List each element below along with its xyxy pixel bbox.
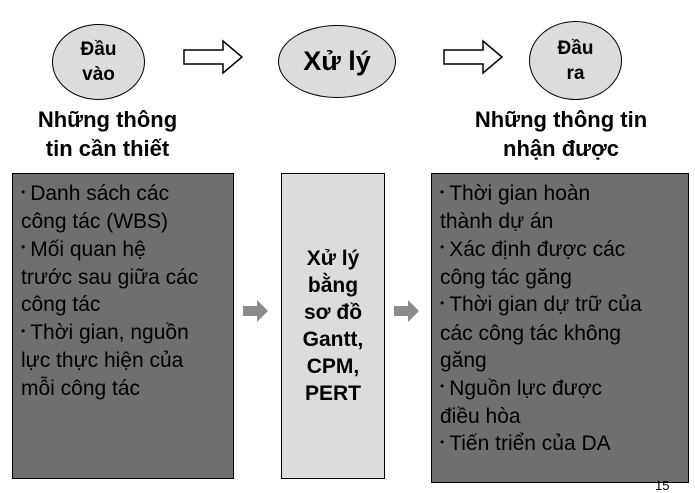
bullet-icon: • <box>440 379 445 394</box>
output-item-1-line-1: Thời gian hoàn <box>449 182 591 205</box>
input-item: • Thời gian, nguồn lực thực hiện của mỗi … <box>21 319 229 402</box>
output-item-5-line-1: Tiến triển của DA <box>449 432 611 456</box>
bullet-icon: • <box>21 240 26 255</box>
output-oval-line-1: Đầu <box>557 37 594 59</box>
input-item: • Mối quan hệ trước sau giữa các công tác <box>21 236 229 319</box>
bullet-icon: • <box>440 435 445 450</box>
process-line-2: bằng <box>307 274 359 297</box>
bullet-icon: • <box>440 184 445 199</box>
solid-arrow-right-2-icon <box>394 300 419 322</box>
output-item: • Nguồn lực được điều hòa <box>440 375 684 431</box>
output-heading: Những thông tin nhận được <box>455 105 667 163</box>
input-item-1-line-2: công tác (WBS) <box>21 210 169 234</box>
process-line-6: PERT <box>304 382 361 405</box>
input-item-1-line-1: Danh sách các <box>30 182 170 205</box>
output-item-3-line-3: găng <box>440 349 487 373</box>
input-oval: Đầu vào <box>52 24 145 100</box>
input-box: • Danh sách các công tác (WBS) • Mối quan … <box>12 173 234 479</box>
output-oval: Đầu ra <box>529 21 622 100</box>
input-item-3-line-2: lực thực hiện của <box>21 349 184 373</box>
output-item: • Thời gian hoàn thành dự án <box>440 180 684 236</box>
input-item-3-line-1: Thời gian, nguồn <box>30 320 189 344</box>
output-box: • Thời gian hoàn thành dự án • Xác định đư… <box>431 173 689 483</box>
process-line-4: Gantt, <box>302 328 364 351</box>
output-item-3-line-1: Thời gian dự trữ của <box>449 293 642 317</box>
output-heading-line-1: Những thông tin <box>474 107 648 132</box>
output-item-4-line-2: điều hòa <box>440 404 521 428</box>
input-item-2-line-2: trước sau giữa các <box>21 265 199 289</box>
process-line-3: sơ đồ <box>303 301 363 324</box>
output-item: • Tiến triển của DA <box>440 430 684 458</box>
input-heading-line-2: tin cần thiết <box>45 136 170 161</box>
output-item-2-line-1: Xác định được các <box>449 237 626 261</box>
input-oval-line-2: vào <box>82 64 115 85</box>
outline-arrow-right-2-icon <box>443 39 504 75</box>
page-number: 15 <box>655 478 670 493</box>
solid-arrow-right-1-icon <box>243 300 268 322</box>
input-oval-line-1: Đầu <box>80 39 117 60</box>
process-oval-label: Xử lý <box>303 46 371 76</box>
outline-arrow-right-1-icon <box>183 39 244 75</box>
output-item-3-line-2: các công tác không <box>440 321 621 345</box>
output-item-4-line-1: Nguồn lực được <box>449 376 602 400</box>
input-item-2-line-3: công tác <box>21 293 101 317</box>
process-line-5: CPM, <box>306 355 360 378</box>
input-heading-line-1: Những thông <box>37 107 178 132</box>
output-item: • Thời gian dự trữ của các công tác không… <box>440 291 684 374</box>
process-oval: Xử lý <box>278 25 396 98</box>
bullet-icon: • <box>21 184 26 199</box>
process-box: Xử lý bằng sơ đồ Gantt, CPM, PERT <box>281 173 385 479</box>
output-item-1-line-2: thành dự án <box>440 210 554 234</box>
output-item: • Xác định được các công tác găng <box>440 236 684 292</box>
input-item-3-line-3: mỗi công tác <box>21 376 141 400</box>
process-line-1: Xử lý <box>306 247 360 270</box>
bullet-icon: • <box>21 323 26 338</box>
input-item: • Danh sách các công tác (WBS) <box>21 180 229 236</box>
output-oval-line-2: ra <box>566 62 585 84</box>
input-item-2-line-1: Mối quan hệ <box>30 237 146 261</box>
output-heading-line-2: nhận được <box>503 136 619 161</box>
output-item-2-line-2: công tác găng <box>440 265 572 289</box>
process-box-text: Xử lý bằng sơ đồ Gantt, CPM, PERT <box>303 245 364 407</box>
bullet-icon: • <box>440 296 445 311</box>
input-heading: Những thông tin cần thiết <box>0 105 215 163</box>
bullet-icon: • <box>440 240 445 255</box>
